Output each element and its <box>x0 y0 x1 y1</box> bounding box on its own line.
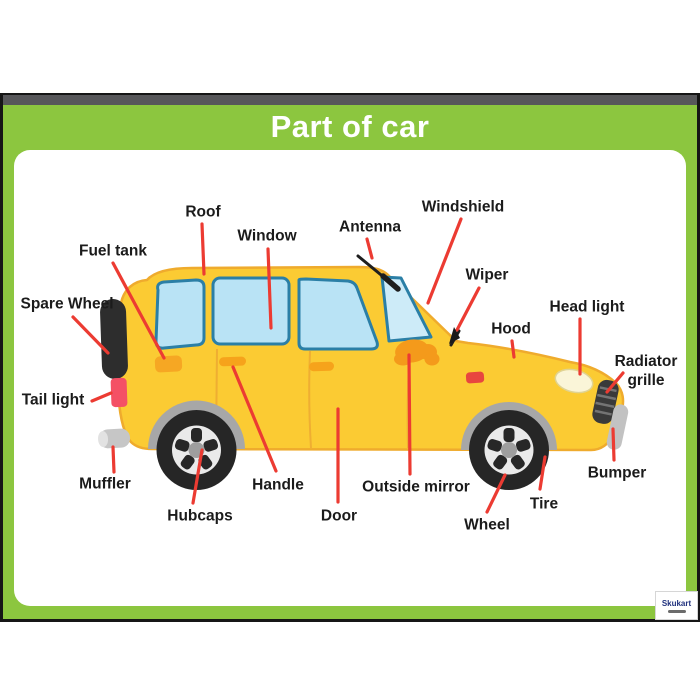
leader-bumper <box>611 427 616 462</box>
label-antenna: Antenna <box>339 218 401 236</box>
headlight-part <box>554 368 594 394</box>
leader-handle <box>231 365 278 473</box>
label-head-light: Head light <box>549 298 625 316</box>
radiator-grille-part <box>592 379 619 424</box>
brand-logo: Skukart <box>655 591 698 620</box>
leader-hubcaps <box>191 448 204 505</box>
label-window: Window <box>237 227 297 245</box>
label-muffler: Muffler <box>79 475 131 493</box>
brand-logo-tagline <box>667 609 686 613</box>
leader-tail-light <box>90 391 113 403</box>
leader-wiper <box>455 286 481 332</box>
label-door: Door <box>320 507 358 525</box>
leader-outside-mirror <box>407 353 412 476</box>
label-hubcaps: Hubcaps <box>167 507 233 525</box>
fuel-tank-part <box>154 355 183 373</box>
label-outside-mirror: Outside mirror <box>362 478 470 496</box>
spare-wheel-part <box>100 299 128 379</box>
leader-windshield <box>426 217 463 305</box>
wiper-arrowhead <box>449 327 460 344</box>
label-bumper: Bumper <box>587 464 647 482</box>
label-windshield: Windshield <box>421 198 505 216</box>
front-door-window <box>297 277 379 351</box>
leader-lines <box>71 217 625 514</box>
label-hood: Hood <box>491 320 531 338</box>
antenna-part <box>356 254 401 292</box>
tail-light-part <box>110 377 128 408</box>
label-tail-light: Tail light <box>21 391 85 409</box>
label-handle: Handle <box>252 476 304 494</box>
label-fuel-tank: Fuel tank <box>78 242 148 260</box>
muffler-part <box>98 428 131 449</box>
front-door-handle <box>309 361 335 372</box>
front-wheel <box>469 410 549 490</box>
label-wiper: Wiper <box>465 266 509 284</box>
leader-roof <box>200 222 206 276</box>
leader-radiator-grille <box>605 371 625 394</box>
top-bar <box>3 93 697 105</box>
leader-wheel <box>485 473 507 514</box>
label-radiator-grille: Radiator grille <box>614 353 678 389</box>
leader-fuel-tank <box>111 261 166 360</box>
leader-window <box>266 247 273 330</box>
brand-logo-text: Skukart <box>661 598 692 608</box>
leader-antenna <box>365 237 374 260</box>
car-illustration <box>98 254 629 490</box>
leader-hood <box>510 339 516 359</box>
label-spare-wheel: Spare Wheel <box>20 295 114 313</box>
label-roof: Roof <box>185 203 221 221</box>
leader-tire <box>538 455 547 491</box>
middle-window <box>211 276 291 346</box>
side-marker-light <box>465 371 485 384</box>
poster-title: Part of car <box>270 109 430 144</box>
leader-muffler <box>111 445 116 474</box>
rear-window <box>154 278 206 350</box>
rear-door-handle <box>219 356 247 367</box>
label-tire: Tire <box>529 495 559 513</box>
front-hubcap-center <box>501 442 517 458</box>
windshield-glass <box>380 275 433 343</box>
leader-spare-wheel <box>71 315 110 355</box>
label-wheel: Wheel <box>464 516 510 534</box>
